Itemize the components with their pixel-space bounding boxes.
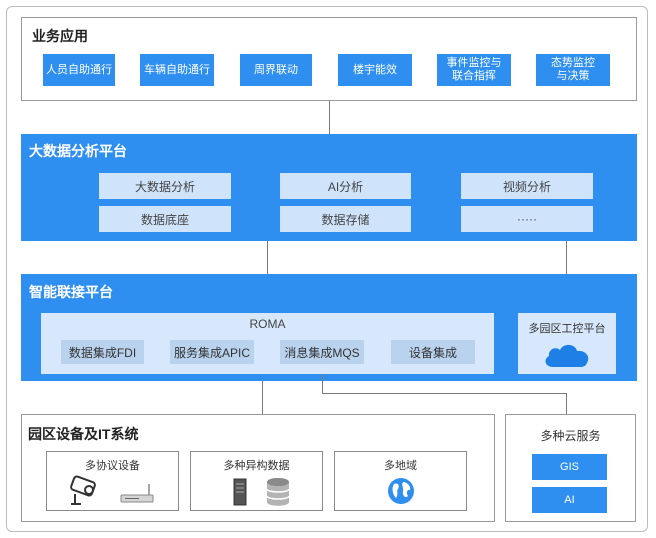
connector-line (322, 374, 323, 394)
router-icon (119, 482, 157, 504)
cloud-icon (541, 341, 593, 369)
bigdata-item-more: ····· (461, 206, 593, 232)
cloud-item-ai: AI (532, 487, 607, 513)
device-group-label: 多种异构数据 (223, 460, 290, 472)
device-group-data: 多种异构数据 (190, 451, 323, 511)
business-item-5: 事件监控与 联合指挥 (437, 54, 511, 86)
connector-line (329, 101, 330, 134)
bigdata-title: 大数据分析平台 (29, 143, 127, 159)
server-icon (233, 478, 247, 506)
business-title: 业务应用 (32, 28, 88, 44)
multi-park-box: 多园区工控平台 (518, 313, 616, 374)
roma-item-mqs: 消息集成MQS (280, 340, 364, 364)
business-item-3: 周界联动 (240, 54, 312, 86)
device-group-protocol: 多协议设备 (46, 451, 179, 511)
bigdata-item-base: 数据底座 (99, 206, 231, 232)
bigdata-item-video: 视频分析 (461, 173, 593, 199)
camera-icon (69, 474, 101, 506)
connector-line (566, 393, 567, 415)
diagram-frame (6, 6, 648, 532)
connector-line (566, 241, 567, 274)
connector-line (262, 381, 263, 414)
database-icon (265, 477, 291, 507)
connector-line (267, 241, 268, 274)
business-item-6: 态势监控 与决策 (536, 54, 610, 86)
device-group-region: 多地域 (334, 451, 467, 511)
park-title: 园区设备及IT系统 (28, 426, 139, 442)
roma-item-apic: 服务集成APIC (170, 340, 254, 364)
bigdata-item-ai: AI分析 (280, 173, 411, 199)
connect-title: 智能联接平台 (29, 284, 113, 300)
bigdata-item-storage: 数据存储 (280, 206, 411, 232)
business-item-4: 楼宇能效 (338, 54, 412, 86)
bigdata-item-analysis: 大数据分析 (99, 173, 231, 199)
roma-item-device: 设备集成 (391, 340, 475, 364)
cloud-title: 多种云服务 (540, 429, 601, 443)
roma-label: ROMA (249, 317, 286, 331)
cloud-item-gis: GIS (532, 454, 607, 480)
device-group-label: 多协议设备 (85, 460, 140, 472)
globe-icon (386, 476, 416, 506)
device-group-label: 多地域 (384, 460, 417, 472)
multi-park-label: 多园区工控平台 (528, 323, 606, 335)
roma-item-fdi: 数据集成FDI (61, 340, 144, 364)
connector-line (322, 393, 567, 394)
business-item-1: 人员自助通行 (43, 54, 115, 86)
business-panel: 业务应用 (21, 17, 637, 101)
business-item-2: 车辆自助通行 (140, 54, 214, 86)
